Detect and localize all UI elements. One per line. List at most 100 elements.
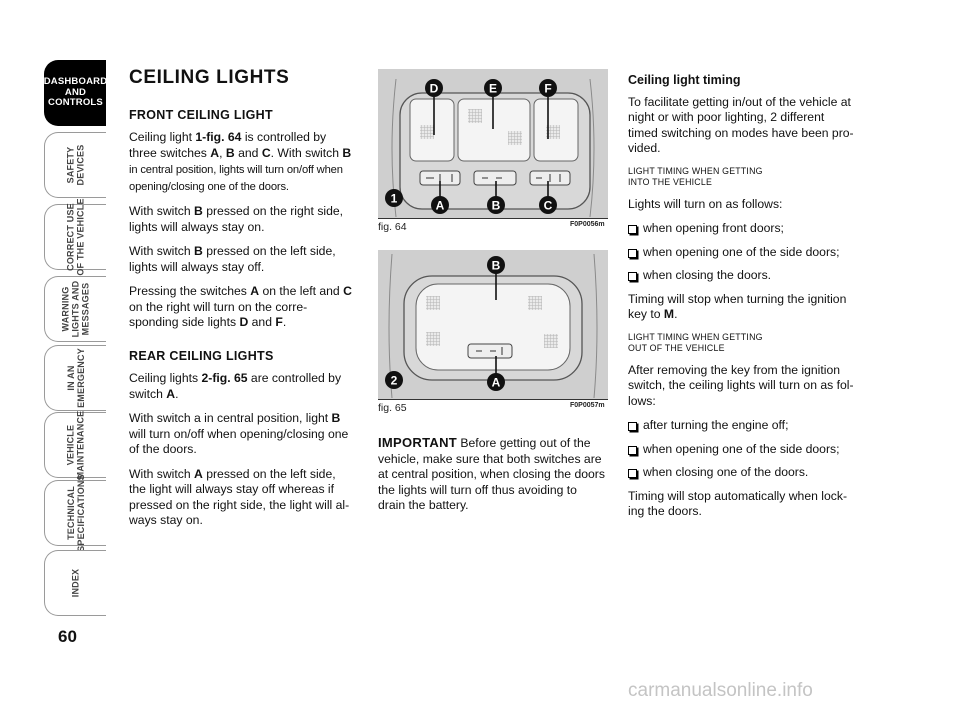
caps-heading: LIGHT TIMING WHEN GETTING INTO THE VEHIC… [628, 165, 763, 187]
figure-65-code: F0P0057m [570, 402, 605, 409]
ceiling-light-timing-heading: Ceiling light timing [628, 73, 741, 87]
important-note: IMPORTANT Before getting out of the vehi… [378, 435, 607, 523]
tab-warning-lights[interactable]: WARNING LIGHTS AND MESSAGES [44, 276, 106, 342]
tab-label: DASHBOARD AND CONTROLS [43, 76, 108, 109]
text: and [248, 315, 276, 329]
text: will turn on/off when opening/closing on… [129, 426, 349, 457]
list-item: when opening front doors; [628, 221, 856, 237]
column-ceiling-light-timing: Ceiling light timing To facilitate getti… [628, 73, 856, 529]
switch-label: C [261, 145, 271, 160]
tab-vehicle-maintenance[interactable]: VEHICLE MAINTENANCE [44, 410, 106, 480]
figure-64-front-ceiling-light: D E F 1 A B C [378, 69, 608, 218]
checkbox-bullet-icon [628, 272, 637, 281]
paragraph: Pressing the switches A on the left and … [129, 284, 355, 331]
front-ceiling-light-illustration: D E F 1 A B C [378, 69, 608, 218]
callout-b: B [487, 256, 505, 274]
paragraph: IMPORTANT Before getting out of the vehi… [378, 435, 607, 514]
tab-label: WARNING LIGHTS AND MESSAGES [60, 280, 91, 338]
switch-label: B [342, 145, 352, 160]
page-title: CEILING LIGHTS [129, 67, 290, 88]
text: pressed on the left side, lights will al… [129, 244, 336, 274]
figure-reference: 2-fig. 65 [201, 371, 248, 385]
text: With switch a in central position, light [129, 411, 332, 425]
paragraph: With switch A pressed on the left side, … [129, 467, 355, 529]
text: pressed on the right side, lights will a… [129, 204, 344, 234]
checkbox-bullet-icon [628, 225, 637, 234]
tab-label: VEHICLE MAINTENANCE [65, 410, 86, 480]
checkbox-bullet-icon [628, 469, 637, 478]
text: on the left and [259, 284, 344, 298]
callout-label: A [492, 376, 501, 390]
text: With switch [129, 204, 195, 218]
paragraph: To facilitate getting in/out of the vehi… [628, 94, 854, 156]
list-item: when closing the doors. [628, 268, 856, 284]
callout-label: D [430, 82, 439, 96]
text: . [175, 386, 179, 401]
tab-correct-use[interactable]: CORRECT USE OF THE VEHICLE [44, 198, 106, 276]
paragraph: Ceiling light 1-fig. 64 is controlled by… [129, 130, 355, 195]
tab-index[interactable]: INDEX [44, 550, 106, 616]
switch-label: B [194, 244, 203, 258]
tab-label: CORRECT USE OF THE VEHICLE [65, 198, 86, 276]
figure-65-caption: fig. 65 [378, 402, 407, 414]
rear-ceiling-lights-heading: REAR CEILING LIGHTS [129, 348, 274, 363]
switch-label: A [166, 386, 176, 401]
callout-label: A [436, 199, 445, 213]
checkbox-bullet-icon [628, 422, 637, 431]
callout-f: F [539, 79, 557, 97]
callout-e: E [484, 79, 502, 97]
text: Pressing the switches [129, 284, 251, 298]
list-item-text: when closing the doors. [643, 268, 772, 282]
front-ceiling-light-heading: FRONT CEILING LIGHT [129, 107, 273, 122]
paragraph: Timing will stop automatically when lock… [628, 488, 847, 519]
text: , [219, 145, 226, 160]
text: With switch [129, 466, 195, 481]
checkbox-bullet-icon [628, 445, 637, 455]
tab-label: IN AN EMERGENCY [65, 348, 86, 408]
divider [378, 218, 608, 219]
paragraph: Lights will turn on as follows: [628, 196, 783, 211]
text: are controlled by switch [129, 371, 342, 401]
rear-ceiling-light-illustration: B A 2 [378, 250, 608, 399]
text: . With switch [270, 145, 343, 160]
tab-in-an-emergency[interactable]: IN AN EMERGENCY [44, 345, 106, 411]
divider [378, 399, 608, 400]
callout-label: 1 [391, 192, 398, 206]
callout-label: B [492, 259, 501, 273]
callout-d: D [425, 79, 443, 97]
list-item: when opening one of the side doors; [628, 245, 856, 261]
column-ceiling-lights: CEILING LIGHTS FRONT CEILING LIGHT Ceili… [129, 67, 355, 538]
text: With switch [129, 244, 195, 258]
list-item-text: after turning the engine off; [643, 418, 789, 432]
text: Ceiling lights [129, 371, 202, 385]
figure-65-rear-ceiling-light: B A 2 [378, 250, 608, 399]
tab-dashboard-and-controls[interactable]: DASHBOARD AND CONTROLS [43, 60, 108, 126]
tab-safety-devices[interactable]: SAFETY DEVICES [44, 132, 106, 198]
callout-label: F [544, 82, 551, 96]
paragraph: Timing will stop when turning the igniti… [628, 292, 856, 323]
tab-label: TECHNICAL SPECIFICATIONS [65, 474, 86, 552]
light-label: B [331, 411, 341, 425]
switch-label: B [225, 145, 235, 160]
paragraph: Ceiling lights 2-fig. 65 are controlled … [129, 371, 355, 402]
text: Ceiling light [129, 130, 196, 144]
paragraph: With switch a in central position, light… [129, 411, 355, 458]
light-label: D [239, 315, 249, 329]
list-item: when closing one of the doors. [628, 465, 856, 481]
callout-b: B [487, 196, 505, 214]
caps-heading: LIGHT TIMING WHEN GETTING OUT OF THE VEH… [628, 331, 763, 353]
callout-1: 1 [385, 189, 403, 207]
list-item-text: when opening one of the side doors; [643, 244, 840, 259]
callout-c: C [539, 196, 557, 214]
figure-64-caption: fig. 64 [378, 221, 407, 233]
tab-technical-specifications[interactable]: TECHNICAL SPECIFICATIONS [44, 474, 106, 552]
figure-reference: 1-fig. 64 [195, 130, 242, 144]
list-item: after turning the engine off; [628, 418, 856, 434]
tab-label: INDEX [70, 568, 81, 598]
callout-label: B [492, 199, 501, 213]
list-item-text: when opening front doors; [643, 221, 784, 235]
callout-a: A [487, 373, 505, 391]
callout-label: E [489, 82, 497, 96]
watermark: carmanualsonline.info [628, 680, 813, 701]
text: is controlled by three switches [129, 130, 327, 160]
